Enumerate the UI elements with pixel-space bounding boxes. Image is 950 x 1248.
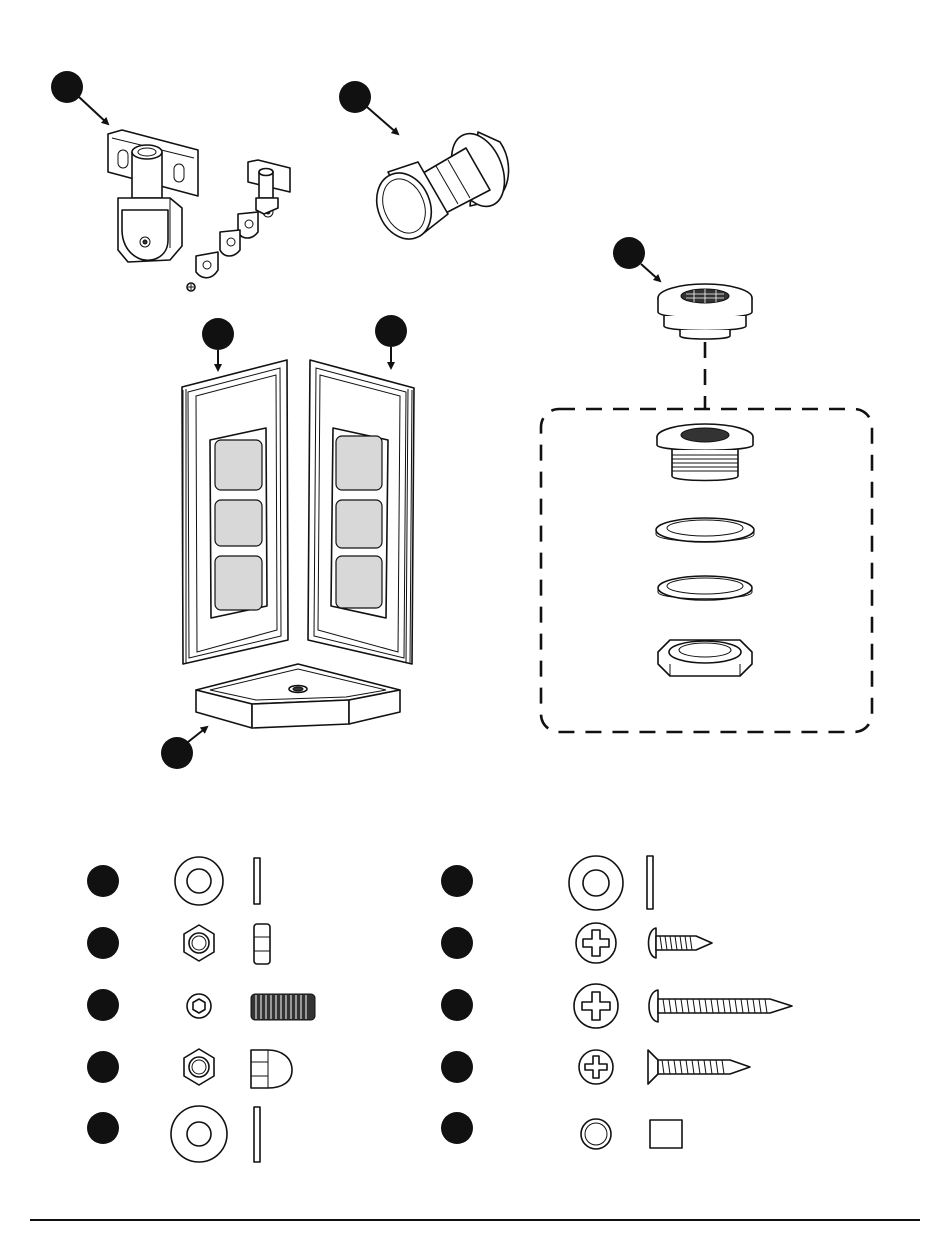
callout-hw-2 bbox=[87, 927, 119, 959]
acorn-nut bbox=[87, 1049, 292, 1088]
callout-hw-7 bbox=[441, 927, 473, 959]
pan-head-screw bbox=[441, 923, 712, 963]
hinge-assembly bbox=[51, 71, 198, 262]
drain-assembly bbox=[613, 237, 752, 339]
rubber-gasket bbox=[656, 518, 754, 542]
set-screw bbox=[87, 989, 315, 1021]
large-washer bbox=[441, 856, 653, 910]
right-wall-panel bbox=[308, 315, 414, 664]
flat-head-screw bbox=[441, 1050, 750, 1084]
drain-nut bbox=[658, 640, 752, 676]
callout-hw-10 bbox=[441, 1112, 473, 1144]
cap-plug bbox=[441, 1112, 682, 1149]
callout-hw-3 bbox=[87, 989, 119, 1021]
callout-hw-8 bbox=[441, 989, 473, 1021]
flat-washer bbox=[87, 857, 260, 905]
hardware-left-column bbox=[87, 857, 315, 1162]
hardware-right-column bbox=[441, 856, 792, 1149]
hex-nut bbox=[87, 924, 270, 964]
callout-left-panel bbox=[202, 318, 234, 350]
callout-hw-1 bbox=[87, 865, 119, 897]
door-knob bbox=[339, 81, 514, 247]
large-flat-washer bbox=[87, 1106, 260, 1162]
shower-base bbox=[161, 664, 400, 769]
left-wall-panel bbox=[182, 318, 288, 664]
fiber-washer bbox=[658, 576, 752, 600]
long-pan-head-screw bbox=[441, 984, 792, 1028]
callout-knob bbox=[339, 81, 371, 113]
callout-hinge bbox=[51, 71, 83, 103]
hinge-small-parts bbox=[187, 160, 290, 291]
callout-drain bbox=[613, 237, 645, 269]
callout-hw-9 bbox=[441, 1051, 473, 1083]
callout-hw-4 bbox=[87, 1051, 119, 1083]
drain-strainer-body bbox=[657, 424, 753, 481]
callout-right-panel bbox=[375, 315, 407, 347]
callout-hw-5 bbox=[87, 1112, 119, 1144]
callout-hw-6 bbox=[441, 865, 473, 897]
